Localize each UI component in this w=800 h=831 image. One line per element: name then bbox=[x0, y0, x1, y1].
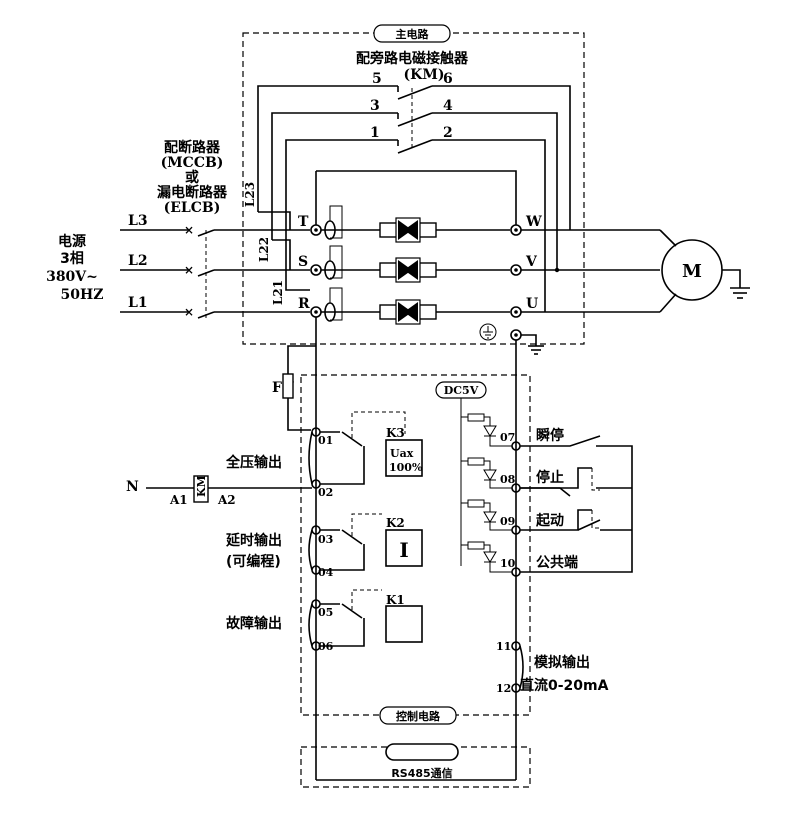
terminal-05: 05 bbox=[318, 606, 333, 619]
terminal-09: 09 bbox=[500, 515, 515, 528]
earth-icon bbox=[479, 323, 497, 341]
svg-text:×: × bbox=[184, 263, 194, 277]
motor-label: M bbox=[682, 261, 702, 282]
terminal-T: T bbox=[298, 214, 309, 230]
delay-output-sublabel: (可编程) bbox=[226, 553, 281, 570]
motor-ground-icon bbox=[722, 269, 750, 299]
km-contact-5: 5 bbox=[372, 71, 382, 87]
km-contact-6: 6 bbox=[443, 71, 453, 87]
fuse-wire-top bbox=[287, 345, 316, 374]
km-contact-4: 4 bbox=[443, 98, 453, 114]
relay-k3 bbox=[308, 411, 423, 489]
terminal-10: 10 bbox=[500, 557, 516, 570]
rs485-label: RS485通信 bbox=[391, 766, 452, 780]
control-circuit-title: 控制电路 bbox=[396, 709, 441, 723]
output-terminal-circles bbox=[510, 224, 677, 341]
wire-L22: L22 bbox=[257, 237, 271, 262]
relay-k2 bbox=[308, 513, 423, 575]
terminal-01: 01 bbox=[318, 434, 333, 447]
power-label-4: 50HZ bbox=[61, 287, 104, 303]
power-label-1: 电源 bbox=[58, 233, 86, 250]
relay-k1-label: K1 bbox=[386, 593, 405, 607]
terminal-06: 06 bbox=[318, 640, 334, 653]
ground-icon bbox=[521, 334, 544, 355]
svg-text:×: × bbox=[184, 223, 194, 237]
k3-indicator-1: Uax bbox=[390, 447, 414, 460]
terminal-02: 02 bbox=[318, 486, 333, 499]
breaker-label-1: 配断路器 bbox=[164, 139, 221, 156]
main-circuit-title: 主电路 bbox=[396, 27, 430, 41]
main-circuit-tag bbox=[373, 24, 451, 43]
wire-top-bridge bbox=[316, 170, 517, 225]
analog-output-range: 直流0-20mA bbox=[520, 677, 609, 694]
coil-a2: A2 bbox=[217, 493, 236, 507]
fuse-wire-bottom bbox=[287, 398, 311, 431]
phase-L1: L1 bbox=[128, 295, 148, 311]
relay-k2-label: K2 bbox=[386, 516, 405, 530]
relay-k1 bbox=[308, 589, 423, 651]
phase-lines: × × × bbox=[120, 223, 310, 319]
terminal-R: R bbox=[298, 296, 310, 312]
external-switches bbox=[520, 435, 633, 573]
terminal-04: 04 bbox=[318, 566, 334, 579]
k3-indicator-2: 100% bbox=[389, 461, 423, 474]
k2-indicator: I bbox=[399, 538, 408, 562]
terminal-W: W bbox=[525, 214, 542, 230]
start-label: 起动 bbox=[535, 512, 564, 529]
terminal-08: 08 bbox=[500, 473, 516, 486]
terminal-03: 03 bbox=[318, 533, 333, 546]
svg-text:×: × bbox=[184, 305, 194, 319]
optocoupler-inputs bbox=[460, 398, 512, 573]
km-contact-1: 1 bbox=[370, 125, 380, 141]
terminal-12: 12 bbox=[496, 682, 511, 695]
delay-output-label: 延时输出 bbox=[225, 532, 282, 549]
terminal-11: 11 bbox=[496, 640, 511, 653]
fault-output-label: 故障输出 bbox=[226, 615, 282, 632]
relay-k3-label: K3 bbox=[386, 426, 405, 440]
instant-stop-label: 瞬停 bbox=[536, 427, 564, 444]
terminal-S: S bbox=[298, 254, 308, 270]
analog-output bbox=[511, 641, 524, 693]
thyristors bbox=[321, 217, 510, 325]
phase-L2: L2 bbox=[128, 253, 148, 269]
bypass-contactor-label: 配旁路电磁接触器 bbox=[356, 50, 469, 67]
neutral-label: N bbox=[126, 479, 139, 495]
power-label-2: 3相 bbox=[60, 250, 84, 267]
terminal-U: U bbox=[526, 296, 538, 312]
breaker-label-2: (MCCB) bbox=[161, 155, 224, 171]
dc5v-label: DC5V bbox=[444, 384, 479, 397]
breaker-label-3: 或 bbox=[185, 169, 199, 186]
control-circuit-tag bbox=[379, 706, 457, 725]
wire-L21: L21 bbox=[271, 280, 285, 305]
stop-label: 停止 bbox=[536, 469, 564, 486]
coil-a1: A1 bbox=[169, 493, 188, 507]
km-coil-label: KM bbox=[195, 475, 208, 497]
terminal-07: 07 bbox=[500, 431, 515, 444]
breaker-label-4: 漏电断路器 bbox=[157, 184, 228, 201]
phase-L3: L3 bbox=[128, 213, 148, 229]
km-contact-3: 3 bbox=[370, 98, 380, 114]
km-contact-2: 2 bbox=[443, 125, 453, 141]
common-label: 公共端 bbox=[536, 554, 578, 571]
rs485-connector bbox=[385, 743, 459, 761]
fuse-symbol bbox=[282, 373, 294, 399]
km-contacts bbox=[257, 85, 571, 312]
power-label-3: 380V~ bbox=[46, 269, 98, 285]
analog-output-label: 模拟输出 bbox=[534, 654, 590, 671]
breaker-label-5: (ELCB) bbox=[164, 200, 221, 216]
km-label: (KM) bbox=[404, 67, 445, 83]
km-coil bbox=[193, 475, 209, 503]
full-voltage-output-label: 全压输出 bbox=[225, 454, 282, 471]
terminal-V: V bbox=[525, 254, 538, 270]
wire-L23: L23 bbox=[243, 182, 257, 207]
